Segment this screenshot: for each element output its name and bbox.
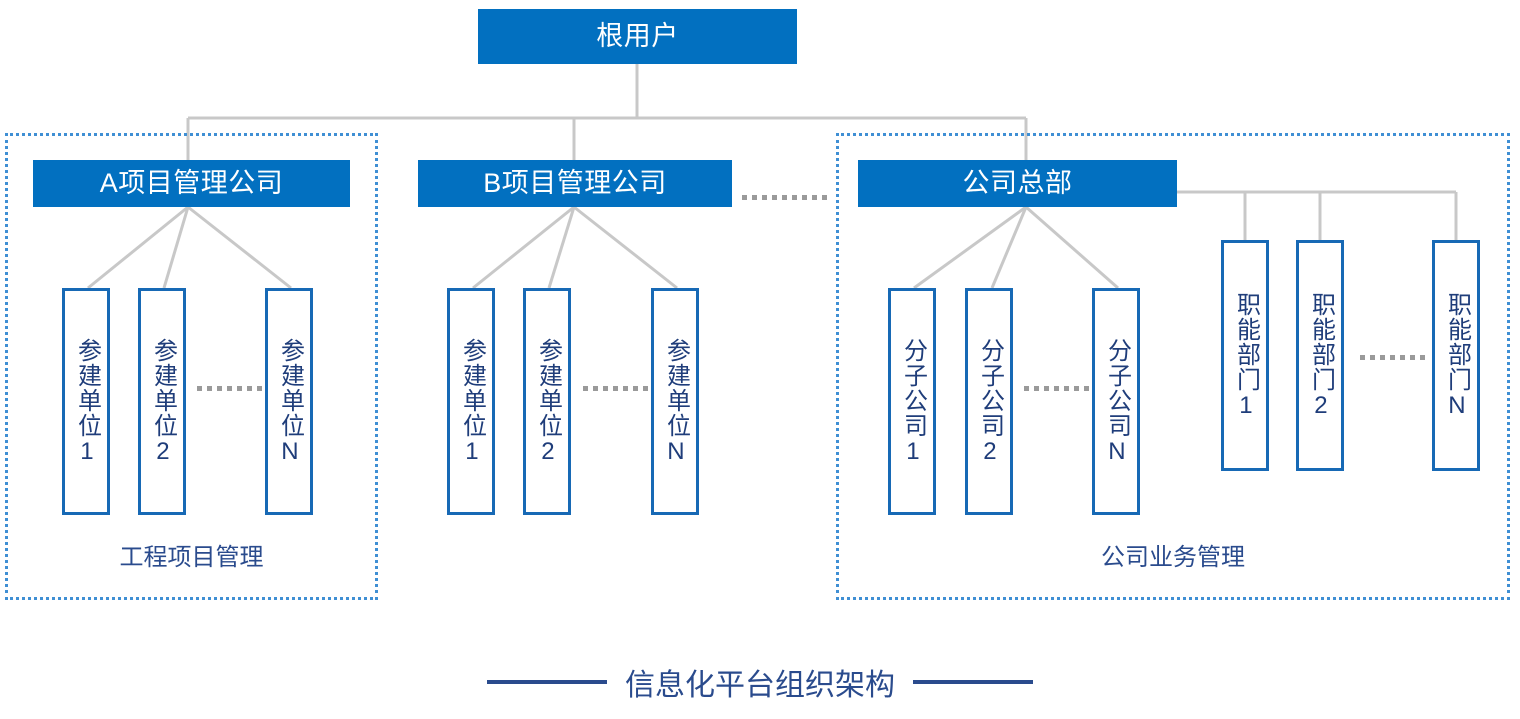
leaf-a-unit-2-label: 参建单位2: [149, 337, 177, 466]
leaf-department-1[interactable]: 职能部门1: [1221, 240, 1269, 471]
leaf-b-unit-1[interactable]: 参建单位1: [447, 288, 495, 515]
ellipsis-a-units: [197, 386, 262, 391]
node-company-a[interactable]: A项目管理公司: [33, 160, 350, 207]
ellipsis-b-units: [583, 386, 648, 391]
caption-text: 信息化平台组织架构: [625, 669, 895, 702]
ellipsis-between-groups: [742, 195, 827, 200]
node-company-a-label: A项目管理公司: [99, 168, 284, 198]
leaf-department-n[interactable]: 职能部门N: [1432, 240, 1480, 471]
leaf-b-unit-2[interactable]: 参建单位2: [523, 288, 571, 515]
caption-rule-left: [487, 680, 607, 684]
leaf-a-unit-2[interactable]: 参建单位2: [138, 288, 186, 515]
leaf-b-unit-1-label: 参建单位1: [458, 337, 486, 466]
leaf-subsidiary-2[interactable]: 分子公司2: [965, 288, 1013, 515]
leaf-a-unit-n[interactable]: 参建单位N: [265, 288, 313, 515]
ellipsis-subsidiaries: [1024, 386, 1089, 391]
node-root-user[interactable]: 根用户: [478, 9, 797, 64]
ellipsis-departments: [1360, 355, 1425, 360]
region-label-engineering: 工程项目管理: [119, 544, 264, 571]
leaf-department-1-label: 职能部门1: [1232, 291, 1260, 420]
leaf-subsidiary-1[interactable]: 分子公司1: [888, 288, 936, 515]
node-headquarters-label: 公司总部: [962, 168, 1073, 198]
node-headquarters[interactable]: 公司总部: [858, 160, 1177, 207]
leaf-subsidiary-n[interactable]: 分子公司N: [1092, 288, 1140, 515]
leaf-a-unit-1-label: 参建单位1: [73, 337, 101, 466]
leaf-a-unit-n-label: 参建单位N: [276, 337, 304, 466]
region-label-business: 公司业务管理: [1101, 544, 1245, 571]
node-company-b-label: B项目管理公司: [483, 168, 667, 198]
leaf-a-unit-1[interactable]: 参建单位1: [62, 288, 110, 515]
leaf-b-unit-n-label: 参建单位N: [662, 337, 690, 466]
leaf-subsidiary-2-label: 分子公司2: [976, 337, 1004, 466]
leaf-department-n-label: 职能部门N: [1443, 291, 1471, 420]
leaf-subsidiary-n-label: 分子公司N: [1103, 337, 1131, 466]
region-engineering-project-management: [5, 133, 378, 600]
caption-rule-right: [913, 680, 1033, 684]
region-company-business-management: [836, 133, 1510, 600]
leaf-b-unit-2-label: 参建单位2: [534, 337, 562, 466]
diagram-caption: 信息化平台组织架构: [0, 660, 1520, 704]
leaf-b-unit-n[interactable]: 参建单位N: [651, 288, 699, 515]
leaf-subsidiary-1-label: 分子公司1: [899, 337, 927, 466]
node-root-user-label: 根用户: [596, 21, 679, 51]
leaf-department-2[interactable]: 职能部门2: [1296, 240, 1344, 471]
leaf-department-2-label: 职能部门2: [1307, 291, 1335, 420]
node-company-b[interactable]: B项目管理公司: [418, 160, 732, 207]
